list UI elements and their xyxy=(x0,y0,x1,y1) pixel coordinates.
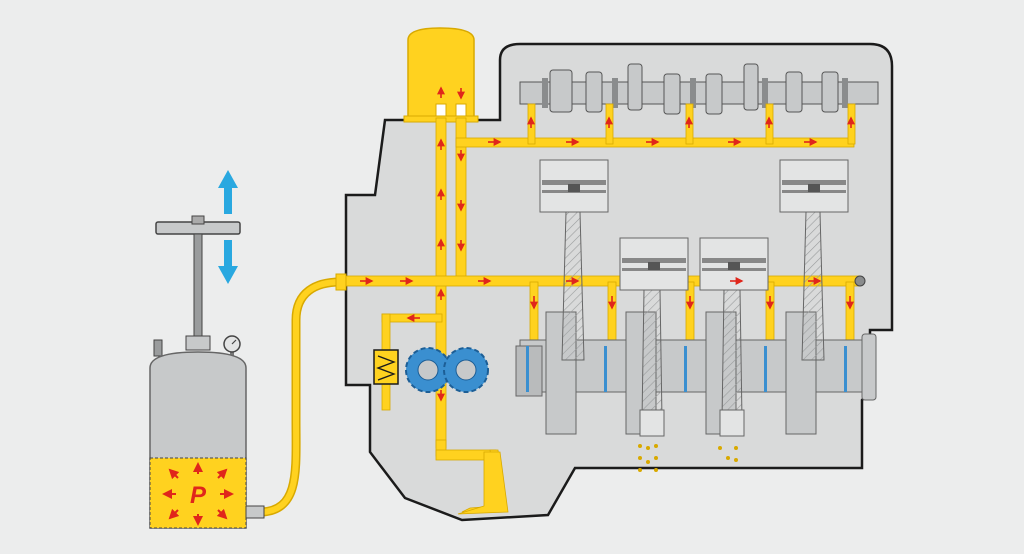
piston-3 xyxy=(699,237,769,437)
crank-bearings xyxy=(526,346,847,392)
pump-handle[interactable] xyxy=(155,215,241,351)
oil-pump-gears xyxy=(405,347,489,393)
oil-flow-arrows xyxy=(360,86,855,402)
pressure-relief-valve xyxy=(373,349,399,385)
piston-2 xyxy=(619,237,689,437)
piston-1 xyxy=(539,159,609,361)
piston-4 xyxy=(779,159,849,361)
pressure-label: P xyxy=(190,482,207,509)
pressure-gauge xyxy=(223,335,241,360)
tank-valve xyxy=(153,339,163,357)
pressure-burst-icon xyxy=(162,462,234,526)
gallery-plug xyxy=(854,275,866,287)
oil-hose xyxy=(261,277,341,517)
oil-filter xyxy=(403,27,479,123)
oil-drips xyxy=(638,444,738,472)
hose-fitting xyxy=(335,273,347,291)
pressure-tank xyxy=(149,351,265,529)
camshaft xyxy=(519,63,879,115)
up-down-arrows-icon xyxy=(218,170,238,284)
